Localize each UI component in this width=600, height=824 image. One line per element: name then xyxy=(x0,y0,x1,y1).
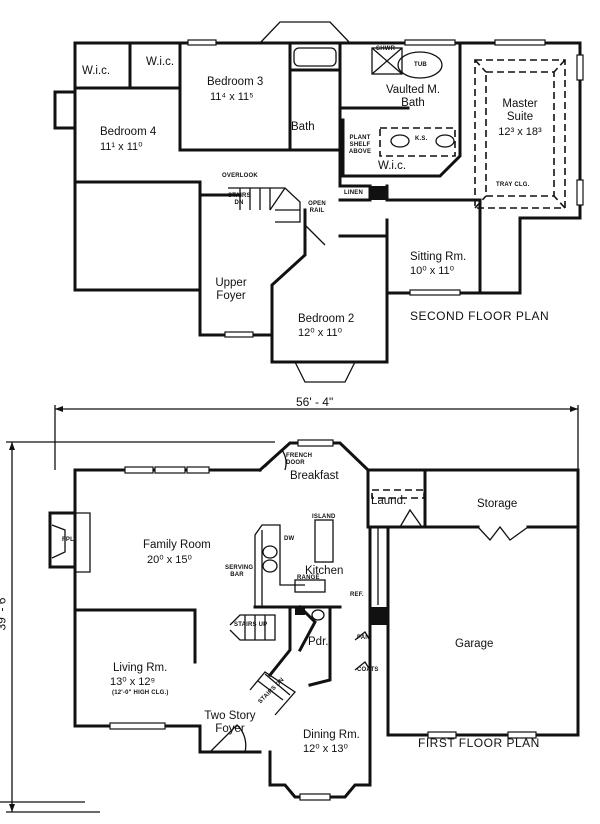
dining-room-size: 12⁰ x 13⁰ xyxy=(303,743,348,755)
bedroom2-size: 12⁰ x 11⁰ xyxy=(298,327,343,339)
powder-label: Pdr. xyxy=(308,636,329,648)
bedroom4-label: Bedroom 4 xyxy=(100,126,157,138)
living-room-label: Living Rm. xyxy=(113,662,168,674)
overall-depth-dimension: 39' - 6" xyxy=(0,593,9,631)
kitchen-label: Kitchen xyxy=(305,565,344,577)
living-room-size: 13⁰ x 12⁹ xyxy=(110,676,156,688)
ks-note: K.S. xyxy=(415,136,428,142)
wic-middle-label: W.i.c. xyxy=(146,56,175,68)
fpl-note: FPL xyxy=(62,537,74,543)
dining-room-label: Dining Rm. xyxy=(303,729,360,741)
garage-label: Garage xyxy=(455,638,494,650)
wic-left-label: W.i.c. xyxy=(82,65,111,77)
storage-label: Storage xyxy=(477,498,518,510)
sitting-room-size: 10⁰ x 11⁰ xyxy=(410,265,455,277)
bedroom3-size: 11⁴ x 11⁵ xyxy=(210,91,254,103)
bedroom3-label: Bedroom 3 xyxy=(207,76,264,88)
linen-note: LINEN xyxy=(344,190,363,196)
overall-width-dimension: 56' - 4" xyxy=(296,395,334,409)
tray-clg-note: TRAY CLG. xyxy=(496,182,530,188)
ref-note: REF. xyxy=(350,592,364,598)
serving-bar-note: SERVING BAR xyxy=(225,565,254,578)
french-door-note: FRENCH DOOR xyxy=(286,453,313,466)
second-floor-walls xyxy=(53,21,584,383)
upper-foyer-label: Upper Foyer xyxy=(215,277,247,303)
master-wic-label: W.i.c. xyxy=(378,160,407,172)
master-bath-label: Vaulted M. Bath xyxy=(385,84,441,110)
shower-note: SHWR xyxy=(376,46,396,52)
bedroom2-label: Bedroom 2 xyxy=(298,313,355,325)
master-suite-label: Master Suite xyxy=(502,98,538,124)
sitting-room-label: Sitting Rm. xyxy=(410,251,467,263)
overlook-note: OVERLOOK xyxy=(222,173,258,179)
bedroom4-size: 11¹ x 11⁰ xyxy=(100,141,143,153)
tub-note: TUB xyxy=(414,62,427,68)
two-story-foyer-label: Two Story Foyer xyxy=(204,710,256,736)
island-note: ISLAND xyxy=(312,514,336,520)
stairs-up-note: STAIRS UP xyxy=(234,622,268,628)
bath-label: Bath xyxy=(291,121,315,133)
plant-shelf-note: PLANT SHELF ABOVE xyxy=(348,135,372,155)
coats-note: COATS xyxy=(357,667,379,673)
dw-note: DW xyxy=(284,536,295,542)
stairs-dn-note-upper: STAIRS DN xyxy=(228,193,251,206)
first-floor-walls xyxy=(0,405,580,813)
second-floor-title: SECOND FLOOR PLAN xyxy=(410,309,550,323)
living-room-ceiling-note: (12'-0" HIGH CLG.) xyxy=(112,690,169,696)
family-room-size: 20⁰ x 15⁰ xyxy=(147,554,192,566)
open-rail-note: OPEN RAIL xyxy=(308,201,326,214)
range-note: RANGE xyxy=(297,575,320,581)
laundry-label: Laund. xyxy=(371,495,407,507)
pantry-note: PAN xyxy=(357,635,370,641)
breakfast-label: Breakfast xyxy=(290,470,339,482)
first-floor-title: FIRST FLOOR PLAN xyxy=(418,736,540,750)
family-room-label: Family Room xyxy=(143,539,211,551)
master-suite-size: 12³ x 18³ xyxy=(498,126,542,138)
